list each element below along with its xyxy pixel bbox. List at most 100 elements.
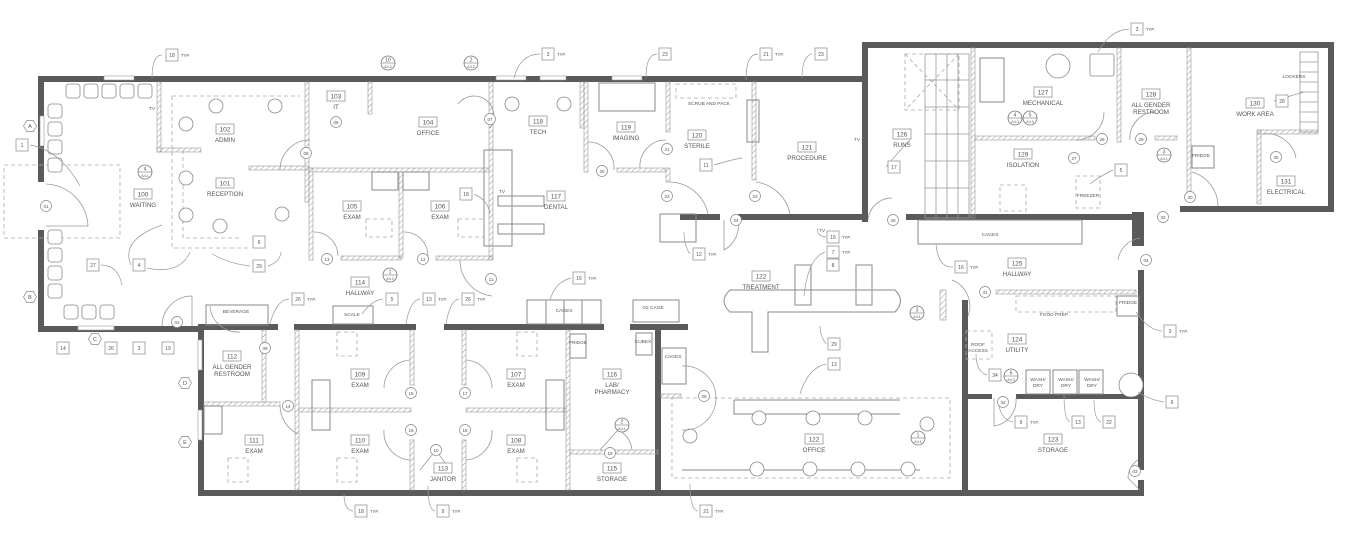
- door-tag: 25: [698, 390, 710, 402]
- door-number: 25: [701, 394, 707, 399]
- fixture-text: FRIDGE: [1192, 153, 1210, 159]
- section-mark: 1A4.3: [382, 267, 398, 283]
- section-mark: 4A4.1: [137, 164, 153, 180]
- room-number: 110: [355, 438, 366, 445]
- section-sheet-ref: A4.1: [618, 427, 625, 431]
- fixture-label: CAGES: [982, 232, 999, 238]
- section-mark: 3A4.1: [1156, 147, 1172, 163]
- room-number: 112: [227, 354, 238, 361]
- room-number: 103: [331, 94, 342, 101]
- keynote-typ: TYP.: [557, 52, 566, 57]
- door-number: 08: [333, 120, 339, 125]
- door-tag: 07: [484, 113, 496, 125]
- keynote-number: 26: [295, 297, 301, 303]
- keynote-number: 16: [958, 265, 964, 271]
- room-name: PROCEDURE: [787, 155, 827, 162]
- room-name: ISOLATION: [1007, 162, 1040, 169]
- room-name-line2: RESTROOM: [1133, 109, 1169, 116]
- door-number: 26: [890, 218, 896, 223]
- door-tag: 21: [661, 143, 673, 155]
- room-number: 122: [809, 437, 820, 444]
- keynote-number: 5: [391, 297, 394, 303]
- keynote-number: 21: [703, 509, 709, 515]
- door-number: 10: [433, 448, 439, 453]
- door-tag: 10: [430, 444, 442, 456]
- keynote-tag: 23: [658, 47, 672, 61]
- room-name: ELECTRICAL: [1267, 189, 1306, 196]
- fixture-label: CAGES: [556, 308, 573, 314]
- keynote-typ: TYP.: [970, 265, 979, 270]
- fixture-text: TV: [819, 228, 826, 234]
- room-name: STORAGE: [1038, 447, 1068, 454]
- section-number: 6: [1010, 371, 1013, 377]
- section-sheet-ref: A4.1: [913, 315, 920, 319]
- room-number: 128: [1146, 92, 1157, 99]
- room-number: 126: [897, 132, 908, 139]
- fixture-text: BEVERAGE: [223, 309, 249, 315]
- keynote-number: 6: [1171, 400, 1174, 406]
- grid-bubble: B: [23, 291, 37, 303]
- door-number: 06: [303, 151, 309, 156]
- grid-bubble: C: [88, 333, 102, 345]
- door-tag: 33: [1157, 211, 1169, 223]
- fixture-text: FREEZER: [1077, 193, 1100, 199]
- keynote-tag: 28: [1275, 94, 1289, 108]
- door-tag: 18: [459, 424, 471, 436]
- door-tag: 01: [40, 200, 52, 212]
- fixture-label: LOCKERS: [1283, 74, 1306, 80]
- door-number: 13: [324, 257, 330, 262]
- room-name: JANITOR: [430, 476, 457, 483]
- section-mark: 4A4.3: [1007, 110, 1023, 126]
- fixture-text: FRIDGE: [569, 340, 587, 346]
- room-name-line2: RESTROOM: [214, 371, 250, 378]
- room-number: 102: [220, 127, 231, 134]
- room-number: 107: [511, 372, 522, 379]
- keynote-number: 9: [442, 509, 445, 515]
- door-number: 18: [462, 428, 468, 433]
- door-number: 35: [1273, 155, 1279, 160]
- keynote-number: 23: [818, 52, 824, 58]
- keynote-number: 7: [832, 250, 835, 256]
- keynote-typ: TYP.: [477, 297, 486, 302]
- door-number: 12: [420, 257, 426, 262]
- room-number: 111: [249, 438, 259, 445]
- keynote-number: 22: [1106, 420, 1112, 426]
- keynote-tag: 29: [827, 337, 841, 351]
- keynote-tag: 16 TYP.: [954, 260, 979, 274]
- fixture-text: CUBEX: [635, 339, 652, 345]
- room-number: 118: [533, 119, 544, 126]
- section-number: 1: [917, 433, 920, 439]
- grid-letter: E: [183, 440, 187, 446]
- door-number: 03: [1132, 469, 1138, 474]
- door-number: 31: [982, 290, 988, 295]
- keynote-number: 18: [358, 509, 364, 515]
- keynote-number: 9: [1020, 420, 1023, 426]
- fixture-label: TV: [854, 137, 861, 143]
- keynote-number: 13: [1075, 420, 1081, 426]
- keynote-number: 28: [1279, 99, 1285, 105]
- door-tag: 11: [485, 273, 497, 285]
- keynote-number: 18: [169, 53, 175, 59]
- keynote-number: 27: [90, 263, 96, 269]
- fixture-label: O2 CAGE: [642, 305, 663, 311]
- door-number: 30: [1187, 195, 1193, 200]
- section-number: 5: [1029, 113, 1032, 119]
- keynote-number: 26: [465, 297, 471, 303]
- room-number: 124: [1012, 337, 1023, 344]
